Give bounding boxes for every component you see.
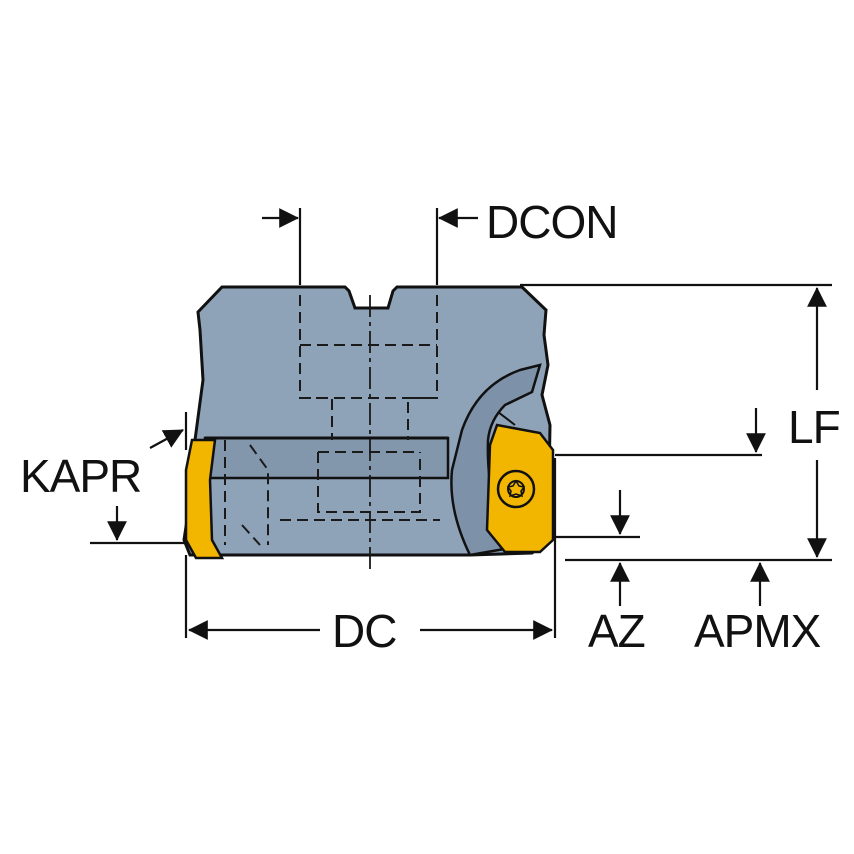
chip-pocket — [450, 363, 542, 557]
kapr-label: KAPR — [20, 450, 141, 502]
body-shade-band — [203, 436, 450, 480]
left-insert — [184, 438, 225, 560]
right-insert — [485, 423, 555, 554]
dc-label: DC — [332, 605, 396, 657]
dcon-label: DCON — [486, 196, 617, 248]
apmx-label: APMX — [694, 605, 821, 657]
dimension-lines — [90, 208, 832, 640]
insert-screw-icon — [496, 469, 536, 509]
az-label: AZ — [588, 605, 645, 657]
lf-label: LF — [788, 401, 840, 453]
hidden-lines — [224, 295, 440, 546]
dimension-labels: DCON KAPR LF DC AZ APMX — [20, 196, 841, 657]
